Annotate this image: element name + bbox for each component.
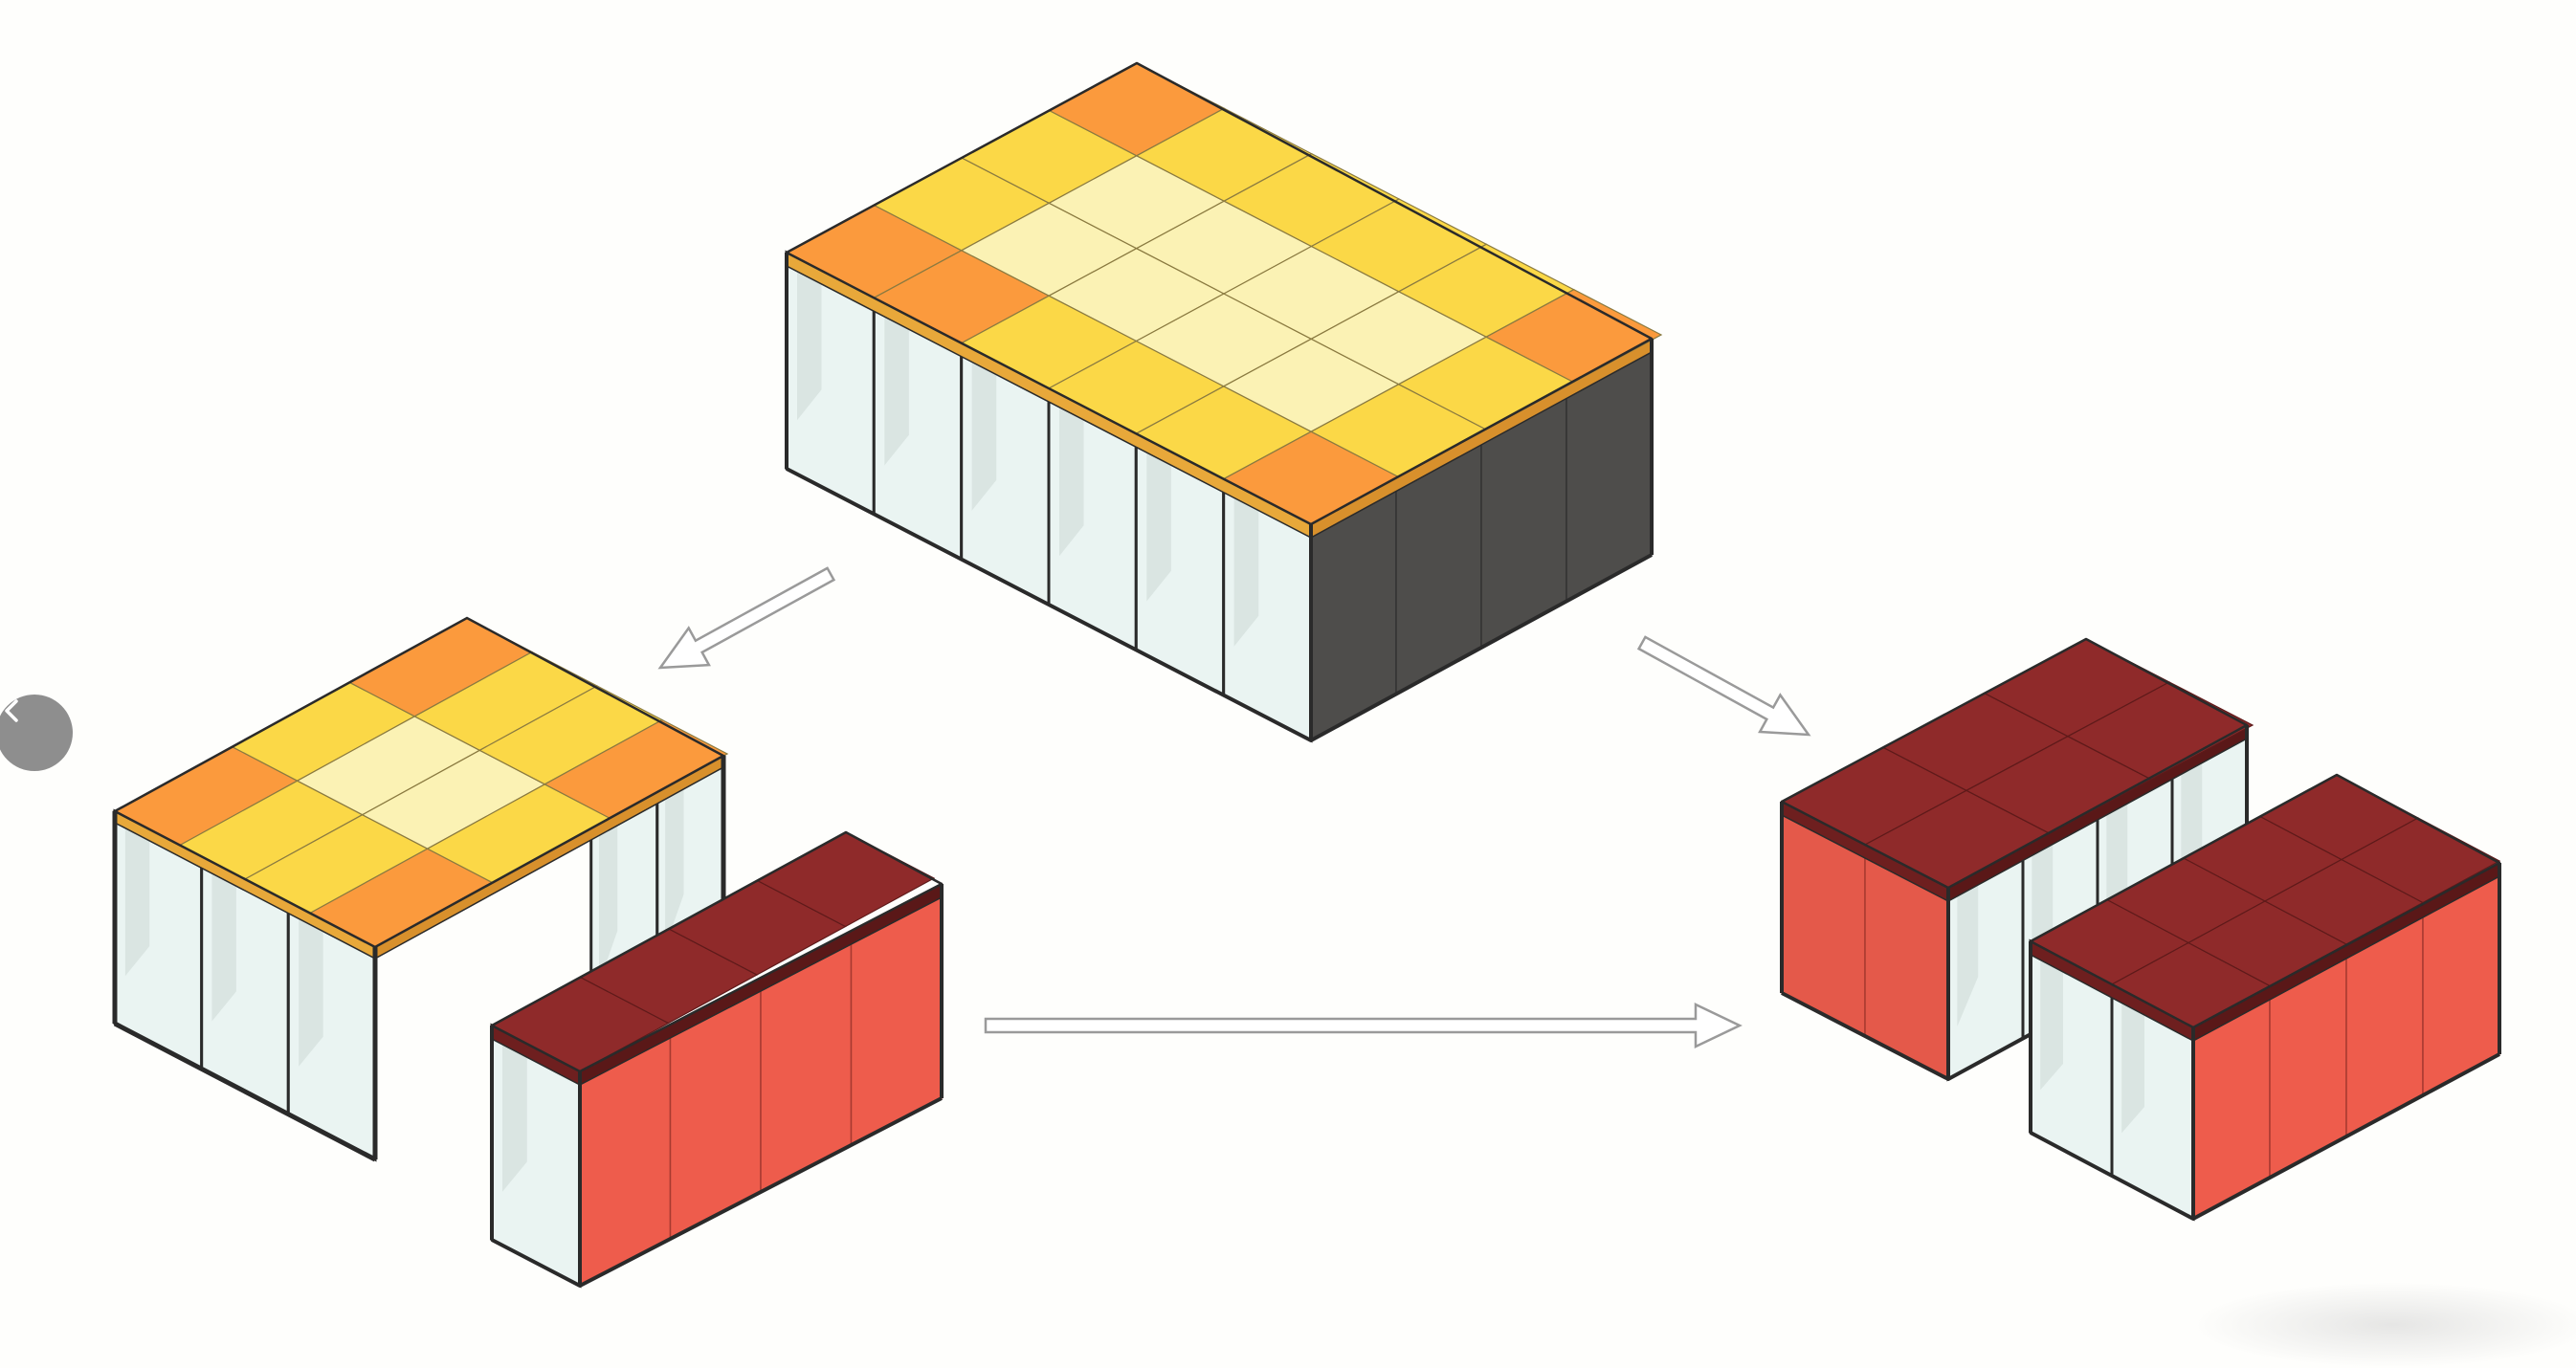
carousel-prev-button[interactable] <box>0 695 73 771</box>
roof-tile <box>2340 817 2501 904</box>
glass-reflection <box>124 816 150 977</box>
glass-reflection <box>1059 393 1084 557</box>
glass-reflection <box>299 907 323 1067</box>
red-pod-back <box>1780 637 2254 1082</box>
glass-reflection <box>599 813 618 983</box>
closed-pod <box>490 830 944 1289</box>
arrow-to-left-pair <box>657 566 836 670</box>
arrow-left-to-right <box>984 1003 1743 1048</box>
base-outline <box>113 1021 377 1162</box>
glass-reflection <box>502 1030 527 1192</box>
red-pod-front <box>2029 773 2501 1222</box>
glass-reflection <box>2040 946 2063 1091</box>
glass-reflection <box>665 777 684 947</box>
roof-tile <box>1484 289 1663 384</box>
glass-reflection <box>1233 484 1259 647</box>
glass-reflection <box>211 862 236 1022</box>
glass-reflection <box>884 303 909 466</box>
corner-shadow <box>2191 1282 2576 1368</box>
glass-reflection <box>2121 989 2144 1134</box>
roof-tile <box>544 718 729 819</box>
glass-reflection <box>1957 872 1979 1026</box>
roof-tile <box>2066 681 2254 781</box>
large-pod <box>785 61 1663 743</box>
arrow-to-right-pair <box>1636 635 1811 737</box>
glass-reflection <box>971 348 997 511</box>
open-pod <box>112 616 729 1162</box>
glass-reflection <box>1146 439 1171 602</box>
arrows-layer <box>657 566 1811 1048</box>
glass-reflection <box>797 257 822 421</box>
chevron-left-icon <box>5 699 18 722</box>
